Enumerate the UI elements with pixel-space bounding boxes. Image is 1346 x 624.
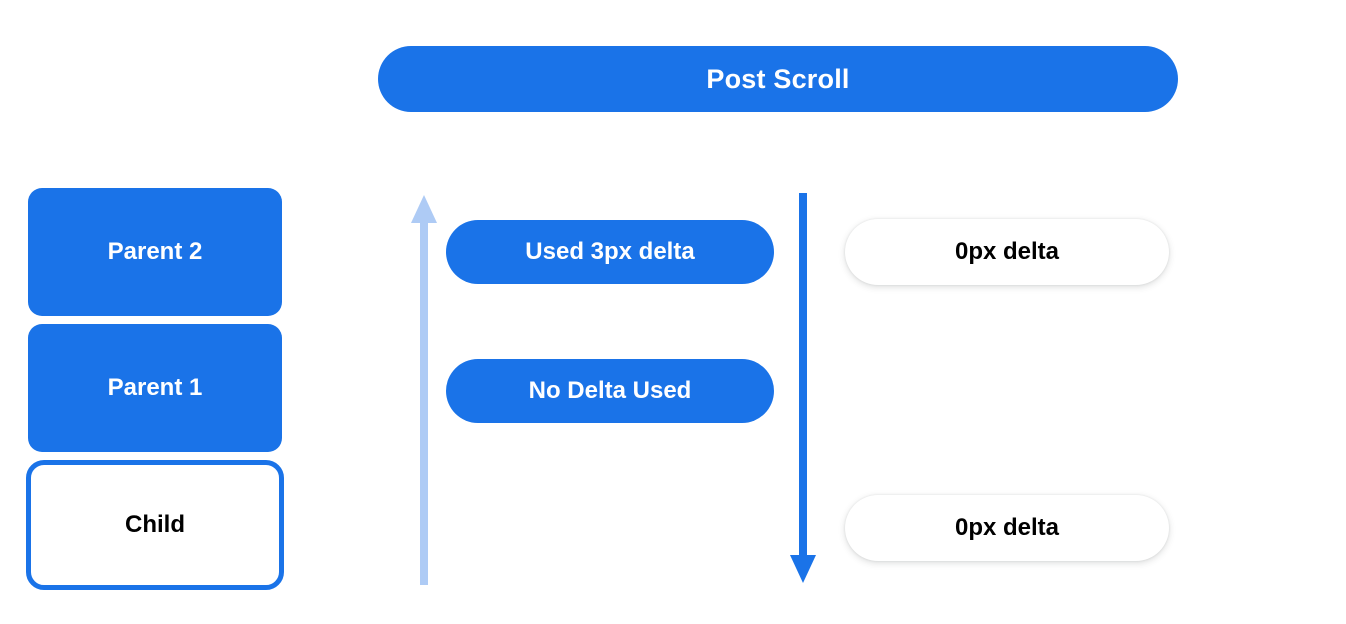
delta-pill-no-delta-label: No Delta Used [528, 377, 692, 404]
post-scroll-banner-label: Post Scroll [706, 63, 850, 94]
node-parent-2-label: Parent 2 [107, 238, 203, 265]
post-scroll-banner: Post Scroll [378, 46, 1178, 112]
result-pill-top: 0px delta [845, 219, 1169, 285]
scroll-down-arrow [790, 193, 816, 583]
delta-pill-no-delta: No Delta Used [446, 359, 774, 423]
node-parent-1-label: Parent 1 [107, 374, 203, 401]
delta-pill-used-3px-label: Used 3px delta [525, 238, 695, 265]
result-pill-top-label: 0px delta [954, 238, 1060, 265]
result-pill-bottom-label: 0px delta [954, 514, 1060, 541]
scroll-up-arrow [411, 195, 437, 585]
node-child: Child [26, 460, 284, 590]
node-parent-1: Parent 1 [28, 324, 282, 452]
node-child-label: Child [125, 511, 185, 538]
node-parent-2: Parent 2 [28, 188, 282, 316]
scroll-chain: Parent 2 Parent 1 Child [26, 188, 284, 590]
result-pill-bottom: 0px delta [845, 495, 1169, 561]
delta-pill-used-3px: Used 3px delta [446, 220, 774, 284]
